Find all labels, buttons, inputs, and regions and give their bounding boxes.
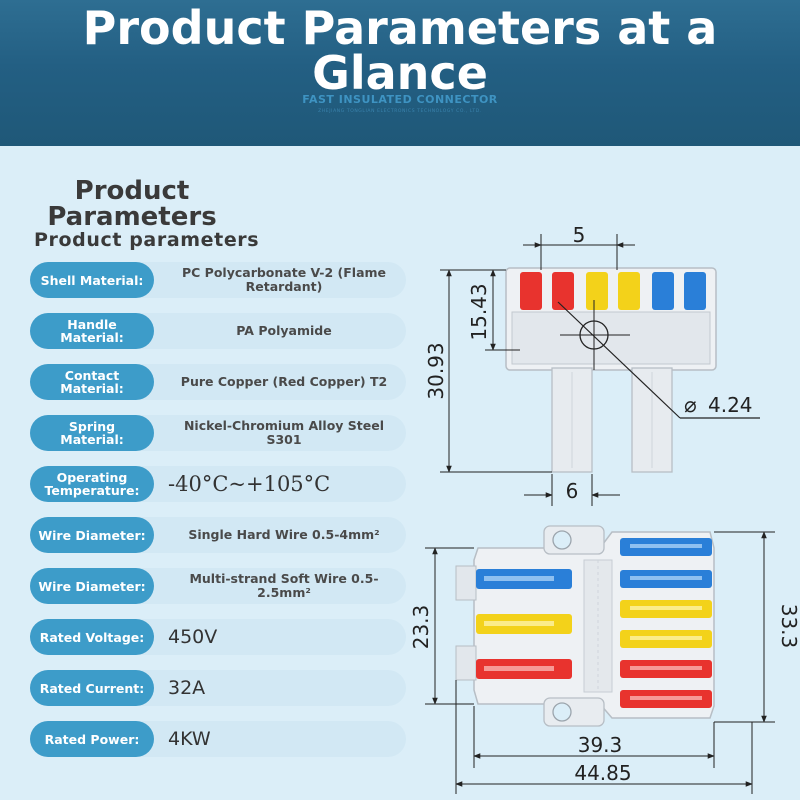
param-row-operating-temperature: Operating Temperature: -40°C~+105°C	[30, 466, 406, 502]
lever-blue	[684, 272, 706, 310]
dimension-hole-diameter: 4.24	[708, 393, 753, 417]
page-title-line-1: Product Parameters at a	[82, 1, 718, 55]
page-title-line-2: Glance	[312, 46, 488, 100]
param-value: Single Hard Wire 0.5-4mm²	[188, 527, 380, 542]
param-label: Wire Diameter:	[30, 568, 154, 604]
lever-yellow	[618, 272, 640, 310]
mount-hole-top	[552, 530, 572, 550]
param-label: Rated Voltage:	[30, 619, 154, 655]
header-banner: Product Parameters at a Glance FAST INSU…	[0, 0, 800, 146]
param-value: 4KW	[168, 728, 211, 750]
lever-blue	[652, 272, 674, 310]
param-value: 450V	[168, 626, 218, 648]
param-row-contact-material: Contact Material: Pure Copper (Red Coppe…	[30, 364, 406, 400]
param-label: Operating Temperature:	[30, 466, 154, 502]
param-value: Nickel-Chromium Alloy Steel S301	[183, 418, 385, 447]
param-row-handle-material: Handle Material: PA Polyamide	[30, 313, 406, 349]
page-title: Product Parameters at a Glance	[0, 1, 800, 100]
section-title-line-1: Product	[74, 176, 190, 206]
mount-hole-bottom	[552, 702, 572, 722]
param-row-wire-diameter-hard: Wire Diameter: Single Hard Wire 0.5-4mm²	[30, 517, 406, 553]
param-value: PC Polycarbonate V-2 (Flame Retardant)	[181, 265, 387, 294]
section-subtitle: Product parameters	[34, 229, 260, 251]
banner-subtitle: FAST INSULATED CONNECTOR	[302, 93, 498, 106]
param-row-rated-current: Rated Current: 32A	[30, 670, 406, 706]
section-title-line-2: Parameters	[47, 202, 217, 232]
param-label: Rated Current:	[30, 670, 154, 706]
dimension-upper-height: 15.43	[467, 283, 491, 340]
dimension-total-length: 44.85	[574, 761, 631, 785]
banner-company: ZHEJIANG TONGLIAN ELECTRONICS TECHNOLOGY…	[318, 109, 482, 114]
dimension-total-height-side: 33.3	[777, 604, 800, 649]
dimension-hole-diameter-symbol: ⌀	[684, 393, 697, 417]
param-row-shell-material: Shell Material: PC Polycarbonate V-2 (Fl…	[30, 262, 406, 298]
connector-side-view: 23.3 33.3 39.3 44.85	[409, 525, 800, 794]
param-value: Multi-strand Soft Wire 0.5-2.5mm²	[189, 571, 379, 600]
connector-front-view: 5 15.43 30.93 ⌀ 4.24 6	[424, 223, 760, 506]
dimension-leg-width: 6	[566, 479, 579, 503]
param-row-rated-power: Rated Power: 4KW	[30, 721, 406, 757]
dimension-body-height: 23.3	[409, 605, 433, 650]
param-label: Contact Material:	[30, 364, 154, 400]
param-value: 32A	[168, 677, 206, 699]
lever-red	[552, 272, 574, 310]
dimension-pitch: 5	[573, 223, 586, 247]
param-row-rated-voltage: Rated Voltage: 450V	[30, 619, 406, 655]
param-value: -40°C~+105°C	[168, 472, 331, 496]
param-label: Shell Material:	[30, 262, 154, 298]
param-value: PA Polyamide	[236, 323, 332, 338]
param-label: Handle Material:	[30, 313, 154, 349]
lever-yellow	[586, 272, 608, 310]
param-label: Rated Power:	[30, 721, 154, 757]
section-title: Product Parameters	[22, 178, 242, 230]
param-label: Wire Diameter:	[30, 517, 154, 553]
param-row-spring-material: Spring Material: Nickel-Chromium Alloy S…	[30, 415, 406, 451]
dimension-body-length: 39.3	[578, 733, 623, 757]
param-row-wire-diameter-soft: Wire Diameter: Multi-strand Soft Wire 0.…	[30, 568, 406, 604]
dimension-total-height: 30.93	[424, 342, 448, 399]
param-value: Pure Copper (Red Copper) T2	[180, 374, 388, 389]
param-label: Spring Material:	[30, 415, 154, 451]
lever-red	[520, 272, 542, 310]
